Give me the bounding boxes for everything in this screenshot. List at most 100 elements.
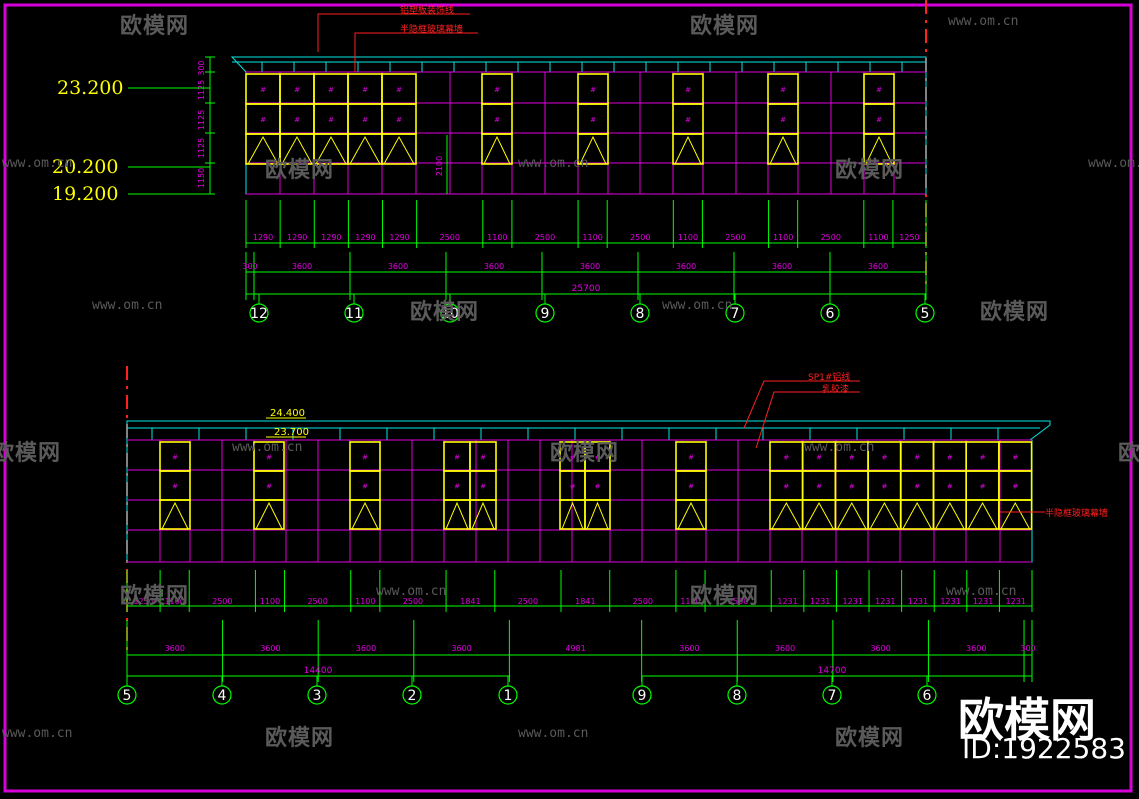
axis-bubble bbox=[117, 685, 137, 705]
watermark-logo: 欧模网 bbox=[410, 300, 480, 325]
watermark-url: www.om.cn bbox=[948, 14, 1019, 29]
bottom-window-opening bbox=[869, 501, 900, 530]
axis-label: 7 bbox=[828, 688, 837, 704]
total-dim-label: 14400 bbox=[304, 666, 333, 676]
watermark-logo: 欧模网 bbox=[980, 300, 1050, 325]
dim-label: 1231 bbox=[843, 597, 863, 606]
bottom-window-mark: # bbox=[947, 454, 953, 462]
top-window-pane bbox=[347, 133, 383, 165]
watermark-logo: 欧模网 bbox=[835, 726, 905, 751]
dim-label: 1231 bbox=[1006, 597, 1026, 606]
dim-label: 3600 bbox=[870, 644, 890, 653]
top-window-mark: # bbox=[294, 86, 300, 94]
bottom-window-opening bbox=[586, 501, 609, 530]
top-window-mark: # bbox=[780, 116, 786, 124]
top-window-opening bbox=[579, 135, 607, 165]
axis-bubble bbox=[917, 685, 937, 705]
top-vdim-label: 300 bbox=[197, 60, 206, 75]
watermark-logo: 欧模网 bbox=[265, 726, 335, 751]
bottom-canopy bbox=[126, 420, 1051, 441]
watermark-logo: 欧模网 bbox=[120, 584, 190, 609]
note-label: SP1#铝线 bbox=[808, 371, 850, 383]
bottom-window-mark: # bbox=[914, 483, 920, 491]
axis-bubble bbox=[535, 303, 555, 323]
dim-label: 1231 bbox=[973, 597, 993, 606]
top-window-pane bbox=[577, 133, 609, 165]
top-window-opening bbox=[383, 135, 415, 165]
dim-label: 4981 bbox=[565, 644, 585, 653]
top-window-pane bbox=[672, 133, 704, 165]
axis-bubble bbox=[498, 685, 518, 705]
note-label: 半隐框玻璃幕墙 bbox=[400, 23, 463, 35]
bottom-window-opening bbox=[967, 501, 998, 530]
top-window-mark: # bbox=[685, 86, 691, 94]
bottom-window-opening bbox=[471, 501, 495, 530]
dim-label: 3600 bbox=[772, 262, 792, 271]
watermark-url: www.om.cn bbox=[2, 726, 73, 741]
bottom-window-mark: # bbox=[172, 483, 178, 491]
watermark-logo: 欧模网 bbox=[835, 158, 905, 183]
bottom-window-mark: # bbox=[362, 454, 368, 462]
bottom-window-mark: # bbox=[1012, 483, 1018, 491]
level-label: 20.200 bbox=[52, 156, 118, 178]
dim-label: 2500 bbox=[821, 233, 841, 242]
watermark-logo: 欧模网 bbox=[120, 14, 190, 39]
dim-label: 300 bbox=[1020, 644, 1035, 653]
bottom-window-pane bbox=[998, 499, 1033, 530]
top-window-mark: # bbox=[876, 86, 882, 94]
bottom-window-mark: # bbox=[816, 483, 822, 491]
total-dim-label: 14700 bbox=[818, 666, 847, 676]
watermark-logo: 欧模网 bbox=[550, 441, 620, 466]
axis-label: 6 bbox=[826, 306, 835, 322]
axis-bubble bbox=[915, 303, 935, 323]
top-window-mark: # bbox=[396, 116, 402, 124]
dim-label: 3600 bbox=[679, 644, 699, 653]
bottom-window-mark: # bbox=[480, 454, 486, 462]
bottom-window-opening bbox=[902, 501, 932, 530]
dim-label: 3600 bbox=[966, 644, 986, 653]
bottom-window-opening bbox=[771, 501, 802, 530]
dim-label: 1100 bbox=[868, 233, 888, 242]
axis-bubble bbox=[402, 685, 422, 705]
axis-bubble bbox=[630, 303, 650, 323]
bottom-window-mark: # bbox=[570, 454, 576, 462]
bottom-window-pane bbox=[253, 499, 285, 530]
dim-label: 3600 bbox=[356, 644, 376, 653]
bottom-window-opening bbox=[836, 501, 867, 530]
top-window-mark: # bbox=[362, 116, 368, 124]
dim-label: 1100 bbox=[678, 233, 698, 242]
watermark-logo: 欧模网 bbox=[0, 441, 62, 466]
axis-label: 3 bbox=[313, 688, 322, 704]
top-vdim-label: 1125 bbox=[197, 138, 206, 158]
level-label: 19.200 bbox=[52, 183, 118, 205]
top-window-pane bbox=[767, 133, 799, 165]
note-leader bbox=[354, 32, 478, 72]
dim-label: 1231 bbox=[908, 597, 928, 606]
dim-label: 3600 bbox=[292, 262, 312, 271]
axis-label: 9 bbox=[541, 306, 550, 322]
watermark-url: www.om.cn bbox=[946, 584, 1017, 599]
dim-label: 2500 bbox=[212, 597, 232, 606]
note-leader bbox=[317, 13, 470, 52]
top-window-mark: # bbox=[876, 116, 882, 124]
bottom-window-mark: # bbox=[882, 483, 888, 491]
axis-label: 8 bbox=[636, 306, 645, 322]
axis-label: 6 bbox=[923, 688, 932, 704]
brand-logo: 欧模网 bbox=[958, 693, 1096, 747]
top-window-mark: # bbox=[294, 116, 300, 124]
bottom-window-mark: # bbox=[1012, 454, 1018, 462]
bottom-window-mark: # bbox=[480, 483, 486, 491]
dim-label: 1100 bbox=[582, 233, 602, 242]
dim-label: 3600 bbox=[775, 644, 795, 653]
dim-label: 1100 bbox=[260, 597, 280, 606]
bottom-window-pane bbox=[584, 499, 611, 530]
top-window-pane bbox=[863, 133, 895, 165]
bottom-window-mark: # bbox=[849, 454, 855, 462]
bottom-window-pane bbox=[159, 499, 191, 530]
bottom-window-mark: # bbox=[362, 483, 368, 491]
bottom-window-mark: # bbox=[595, 483, 601, 491]
bottom-window-mark: # bbox=[688, 454, 694, 462]
top-window-mark: # bbox=[590, 86, 596, 94]
bottom-window-pane bbox=[469, 499, 497, 530]
